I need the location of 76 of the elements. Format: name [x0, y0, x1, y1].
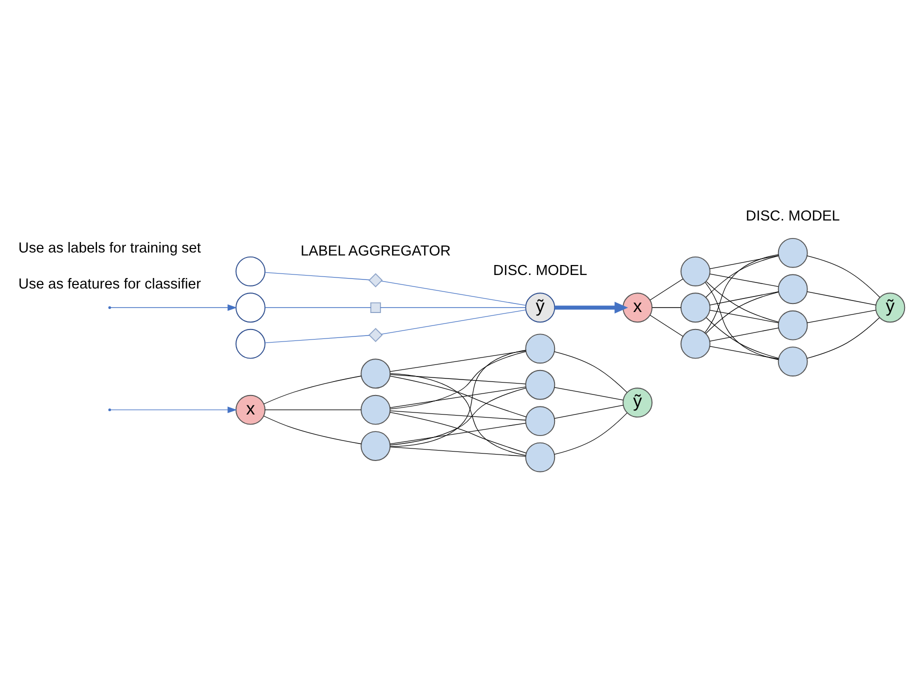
node-circle: [236, 292, 266, 323]
connector: [264, 307, 372, 308]
connector: [390, 446, 526, 457]
node-circle: [680, 256, 710, 286]
connector: [263, 376, 362, 404]
node-circle: [360, 358, 391, 389]
connector: [650, 314, 684, 337]
connector: [806, 310, 876, 324]
connector: [554, 404, 624, 419]
connector: [806, 317, 880, 359]
node-circle: [525, 370, 556, 400]
connector: [709, 255, 779, 270]
node-diamond: [368, 273, 383, 288]
connector: [709, 346, 779, 360]
connector: [706, 256, 779, 298]
node-circle: ỹ: [875, 292, 906, 323]
connector: [706, 292, 779, 334]
connector: [390, 376, 527, 418]
node-circle: ỹ: [622, 388, 652, 418]
label: LABEL AGGREGATOR: [300, 244, 451, 260]
arrow: [110, 304, 237, 311]
connector: [264, 272, 370, 280]
node-circle: [360, 431, 391, 461]
node-box: [370, 302, 381, 313]
connector: [390, 388, 526, 446]
connector: [390, 350, 526, 372]
node-circle: [778, 274, 808, 304]
connector: [390, 350, 526, 447]
connector: [554, 351, 628, 393]
node-circle: [525, 442, 556, 472]
node-circle: [680, 328, 710, 359]
connector: [381, 310, 526, 334]
node-circle: x: [622, 292, 652, 323]
node-diamond: [368, 328, 383, 342]
connector: [380, 307, 526, 308]
arrow: [110, 406, 237, 414]
connector: [381, 280, 526, 306]
connector: [704, 254, 779, 333]
label: DISC. MODEL: [493, 262, 588, 279]
node-circle: [525, 334, 556, 364]
connector: [390, 373, 526, 456]
connector: [709, 291, 779, 306]
connector: [390, 374, 526, 384]
connector: [704, 282, 779, 360]
connector: [390, 422, 526, 444]
node-circle: [778, 310, 808, 340]
label: Use as labels for training set: [18, 240, 201, 256]
node-circle: [778, 346, 808, 376]
node-circle: [360, 394, 391, 425]
connector: [554, 412, 628, 455]
connector: [390, 410, 526, 420]
connector: [706, 281, 779, 322]
node-circle: x: [236, 394, 266, 425]
node-circle: [236, 256, 266, 286]
connector: [390, 351, 526, 410]
connector: [390, 386, 526, 408]
node-circle: [525, 406, 556, 436]
connector: [263, 416, 362, 444]
connector: [650, 278, 684, 300]
arrow: [554, 302, 628, 314]
node-circle: ỹ: [525, 292, 556, 323]
connector: [709, 274, 779, 287]
connector: [709, 310, 779, 324]
node-circle: [778, 238, 808, 268]
connector: [264, 335, 370, 344]
node-circle: [236, 328, 266, 359]
connector: [554, 387, 624, 400]
connector: [706, 317, 779, 359]
connector: [806, 256, 880, 298]
label: DISC. MODEL: [746, 208, 840, 224]
label: Use as features for classifier: [18, 276, 201, 293]
node-circle: [680, 292, 710, 323]
connector: [806, 291, 876, 306]
connector: [709, 328, 779, 342]
connector: [652, 307, 682, 308]
connector: [390, 412, 527, 454]
